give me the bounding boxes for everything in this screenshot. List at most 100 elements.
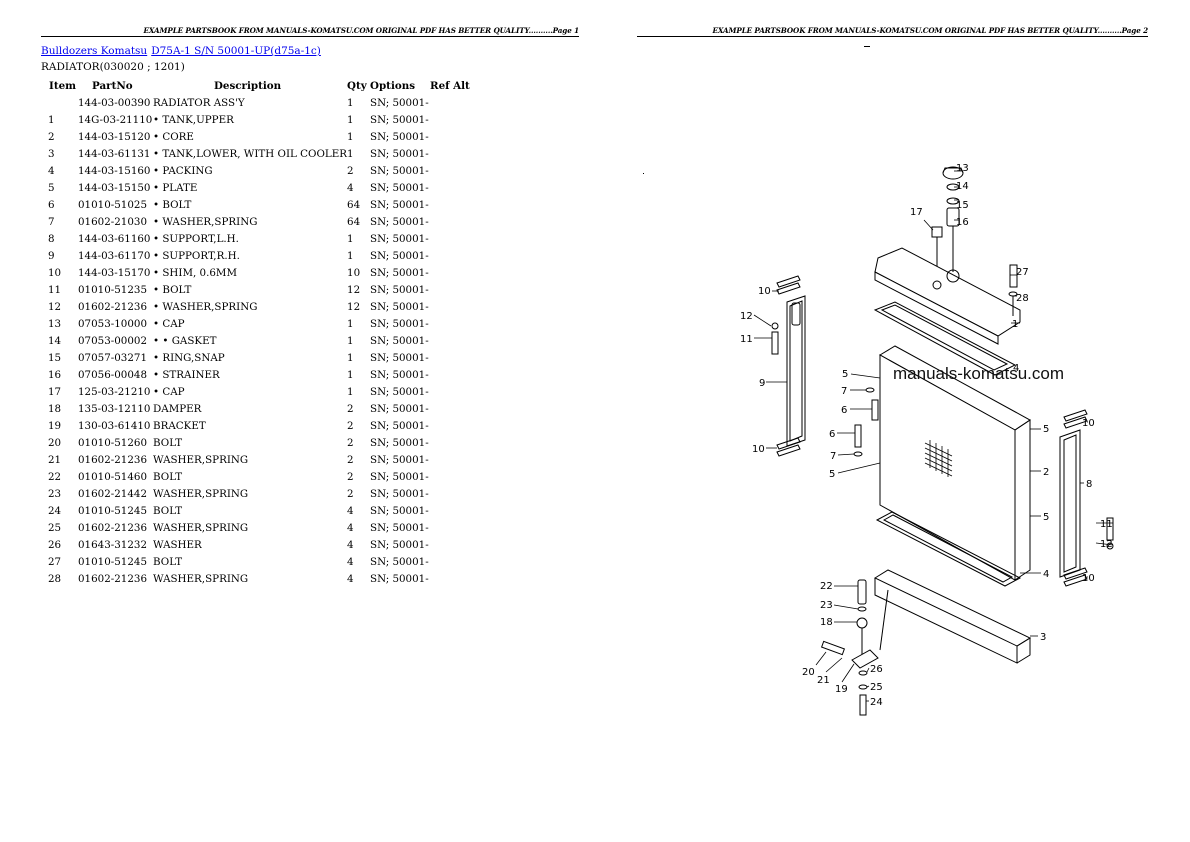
cell-item: 1 [48,113,55,126]
cell-ref-alt [430,349,475,366]
callout-label: 7 [841,386,847,397]
cell-qty: 1 [347,113,354,126]
cell-item: 24 [48,504,62,517]
cell-part-no: 01010-51245 [78,555,147,568]
cell-ref-alt [430,417,475,434]
cell-part-no: 01602-21030 [78,215,147,228]
cell-options: SN; 50001- [370,368,429,381]
cell-description: BOLT [153,555,183,568]
callout-label: 5 [842,369,848,380]
cell-item: 27 [48,555,62,568]
callout-label: 18 [820,617,833,628]
cell-description: • BOLT [153,283,192,296]
cell-part-no: 07053-00002 [78,334,147,347]
page-header: EXAMPLE PARTSBOOK FROM MANUALS-KOMATSU.C… [41,26,579,37]
cell-ref-alt [430,468,475,485]
cell-part-no: 01602-21236 [78,572,147,585]
cell-description: • STRAINER [153,368,220,381]
cell-ref-alt [430,315,475,332]
cell-description: BOLT [153,470,183,483]
cell-item: 21 [48,453,62,466]
cell-qty: 1 [347,368,354,381]
cell-item: 4 [48,164,55,177]
cell-part-no: 01643-31232 [78,538,147,551]
cell-qty: 4 [347,572,354,585]
callout-label: 5 [1043,424,1049,435]
callout-label: 11 [740,334,753,345]
cell-item: 23 [48,487,62,500]
cell-part-no: 01010-51025 [78,198,147,211]
cell-qty: 1 [347,147,354,160]
cell-item: 20 [48,436,62,449]
cell-qty: 2 [347,419,354,432]
cell-ref-alt [430,247,475,264]
cell-item: 28 [48,572,62,585]
cell-part-no: 01010-51235 [78,283,147,296]
cell-qty: 4 [347,521,354,534]
cell-part-no: 01010-51260 [78,436,147,449]
cell-options: SN; 50001- [370,436,429,449]
callout-label: 5 [1043,512,1049,523]
cell-qty: 64 [347,198,361,211]
cell-qty: 2 [347,470,354,483]
stray-mark [643,173,644,174]
breadcrumb-model-link[interactable]: D75A-1 S/N 50001-UP(d75a-1c) [151,45,321,57]
cell-qty: 12 [347,300,361,313]
callout-label: 24 [870,697,883,708]
callout-label: 4 [1043,569,1049,580]
cell-part-no: 01602-21442 [78,487,147,500]
cell-qty: 1 [347,249,354,262]
cell-ref-alt [430,451,475,468]
cell-qty: 4 [347,504,354,517]
callout-label: 20 [802,667,815,678]
cell-ref-alt [430,434,475,451]
parts-table: Item PartNo Description Qty Options Ref … [41,77,475,587]
breadcrumb-category-link[interactable]: Bulldozers Komatsu [41,45,148,57]
callout-label: 21 [817,675,830,686]
cell-qty: 1 [347,334,354,347]
cell-qty: 1 [347,317,354,330]
cell-description: • CAP [153,317,185,330]
callout-label: 27 [1016,267,1029,278]
cell-options: SN; 50001- [370,198,429,211]
callout-label: 10 [752,444,765,455]
cell-description: BOLT [153,436,183,449]
callout-label: 14 [956,181,969,192]
callout-label: 22 [820,581,833,592]
cell-options: SN; 50001- [370,215,429,228]
callout-label: 4 [1013,363,1019,374]
cell-qty: 4 [347,538,354,551]
cell-item: 17 [48,385,62,398]
cell-options: SN; 50001- [370,232,429,245]
cell-description: WASHER,SPRING [153,453,249,466]
cell-description: WASHER [153,538,202,551]
cell-description: • SUPPORT,R.H. [153,249,240,262]
cell-options: SN; 50001- [370,283,429,296]
header-item: Item [49,79,77,92]
cell-item: 7 [48,215,55,228]
cell-qty: 1 [347,351,354,364]
cell-ref-alt [430,570,475,587]
callout-label: 10 [1082,573,1095,584]
cell-description: • SHIM, 0.6MM [153,266,237,279]
callout-label: 5 [829,469,835,480]
cell-options: SN; 50001- [370,504,429,517]
cell-item: 3 [48,147,55,160]
cell-ref-alt [430,94,475,111]
cell-ref-alt [430,230,475,247]
cell-qty: 2 [347,402,354,415]
cell-part-no: 01010-51245 [78,504,147,517]
cell-options: SN; 50001- [370,487,429,500]
callout-label: 12 [740,311,753,322]
